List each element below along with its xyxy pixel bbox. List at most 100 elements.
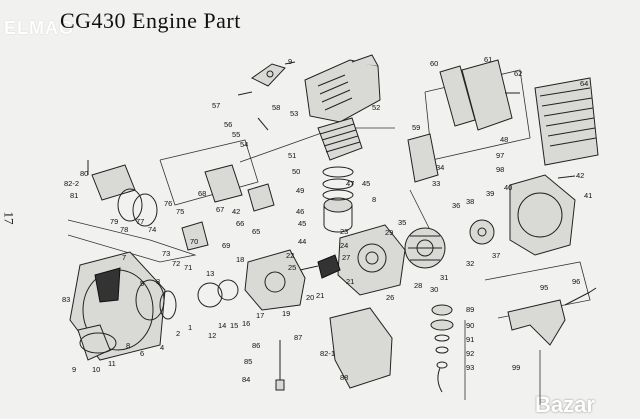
flywheel — [404, 227, 446, 269]
callout-label: 79 — [110, 217, 118, 226]
callout-label: 70 — [190, 237, 198, 246]
callout-label: 18 — [236, 255, 244, 264]
callout-label: 72 — [172, 259, 180, 268]
callout-label: 67 — [216, 205, 224, 214]
callout-label: 93 — [466, 363, 474, 372]
callout-label: 13 — [206, 269, 214, 278]
callout-label: 82-1 — [320, 349, 335, 358]
callout-label: 48 — [500, 135, 508, 144]
callout-label: 74 — [148, 225, 156, 234]
callout-label: 14 — [218, 321, 226, 330]
callout-label: 90 — [466, 321, 474, 330]
callout-label: 28 — [414, 281, 422, 290]
callout-label: 37 — [492, 251, 500, 260]
callout-label: 10 — [92, 365, 100, 374]
callout-label: 6 — [140, 349, 144, 358]
fan-cover — [509, 174, 576, 256]
callout-label: 96 — [572, 277, 580, 286]
callout-label: 88 — [340, 373, 348, 382]
callout-label: 9 — [288, 57, 292, 66]
callout-label: 78 — [120, 225, 128, 234]
callout-label: 21 — [316, 291, 324, 300]
callout-label: 66 — [236, 219, 244, 228]
callout-label: 84 — [242, 375, 250, 384]
watermark: ELMAG — [4, 18, 74, 38]
callout-label: 26 — [386, 293, 394, 302]
callout-label: 40 — [504, 183, 512, 192]
callout-label: 77 — [136, 217, 144, 226]
callout-label: 65 — [252, 227, 260, 236]
callout-label: 47 — [346, 179, 354, 188]
callout-label: 17 — [256, 311, 264, 320]
callout-label: 24 — [340, 241, 348, 250]
callout-label: 45 — [362, 179, 370, 188]
fuel-cap-stack — [430, 304, 454, 393]
callout-label: 23 — [340, 227, 348, 236]
callout-label: 98 — [496, 165, 504, 174]
callout-label: 76 — [164, 199, 172, 208]
callout-label: 30 — [430, 285, 438, 294]
callout-label: 3 — [156, 277, 160, 286]
callout-label: 19 — [282, 309, 290, 318]
fuel-line — [275, 340, 285, 391]
callout-label: 4 — [160, 343, 164, 352]
callout-label: 80 — [80, 169, 88, 178]
part-callouts: 9 57 56 55 54 58 53 52 51 50 49 47 45 46… — [62, 55, 592, 384]
crankcase — [244, 224, 406, 311]
callout-label: 99 — [512, 363, 520, 372]
callout-label: 25 — [288, 263, 296, 272]
callout-label: 39 — [486, 189, 494, 198]
callout-label: 38 — [466, 197, 474, 206]
callout-label: 58 — [272, 103, 280, 112]
callout-label: 32 — [466, 259, 474, 268]
handle-bracket — [507, 291, 591, 346]
callout-label: 61 — [484, 55, 492, 64]
carburetor — [204, 164, 275, 212]
callout-label: 21 — [346, 277, 354, 286]
callout-label: 69 — [222, 241, 230, 250]
callout-label: 51 — [288, 151, 296, 160]
callout-label: 87 — [294, 333, 302, 342]
clutch — [469, 219, 495, 245]
callout-label: 31 — [440, 273, 448, 282]
callout-label: 44 — [298, 237, 306, 246]
callout-label: 8 — [372, 195, 376, 204]
callout-label: 2 — [176, 329, 180, 338]
callout-label: 20 — [306, 293, 314, 302]
callout-label: 95 — [540, 283, 548, 292]
callout-label: 15 — [230, 321, 238, 330]
callout-label: 91 — [466, 335, 474, 344]
callout-label: 59 — [412, 123, 420, 132]
callout-label: 92 — [466, 349, 474, 358]
fasteners — [87, 61, 597, 293]
diagram-title: CG430 Engine Part — [60, 8, 241, 33]
callout-label: 55 — [232, 130, 240, 139]
callout-label: 8 — [126, 341, 130, 350]
callout-label: 97 — [496, 151, 504, 160]
piston — [322, 166, 354, 233]
crankshaft — [299, 254, 341, 279]
callout-label: 85 — [244, 357, 252, 366]
callout-label: 9 — [72, 365, 76, 374]
callout-label: 54 — [240, 140, 248, 149]
muffler — [439, 59, 599, 166]
brand-logo: Bazar — [535, 392, 595, 417]
callout-label: 56 — [224, 120, 232, 129]
callout-label: 35 — [398, 218, 406, 227]
fuel-tank — [329, 307, 393, 389]
callout-label: 62 — [514, 69, 522, 78]
callout-label: 57 — [212, 101, 220, 110]
callout-label: 1 — [188, 323, 192, 332]
callout-label: 53 — [290, 109, 298, 118]
callout-label: 50 — [292, 167, 300, 176]
top-plate — [251, 63, 286, 87]
callout-label: 89 — [466, 305, 474, 314]
callout-label: 73 — [162, 249, 170, 258]
recoil-starter — [69, 251, 177, 361]
callout-label: 7 — [122, 253, 126, 262]
callout-label: 33 — [432, 179, 440, 188]
callout-label: 22 — [286, 251, 294, 260]
callout-label: 49 — [296, 186, 304, 195]
